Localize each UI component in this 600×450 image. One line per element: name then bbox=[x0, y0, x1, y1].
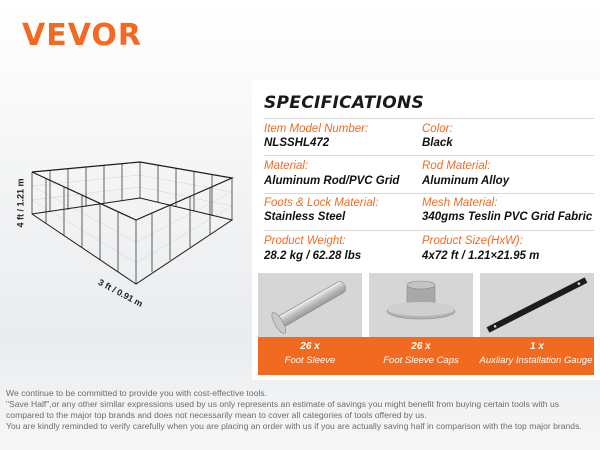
divider bbox=[264, 118, 594, 119]
spec-value: Stainless Steel bbox=[264, 211, 346, 223]
part-image-installation-gauge bbox=[480, 273, 594, 337]
spec-value: 340gms Teslin PVC Grid Fabric bbox=[422, 211, 593, 223]
installation-gauge-icon bbox=[486, 277, 588, 333]
disclaimer-line: You are kindly reminded to verify carefu… bbox=[6, 421, 582, 431]
part-name: Foot Sleeve bbox=[284, 355, 336, 366]
spec-value: Aluminum Rod/PVC Grid bbox=[264, 175, 400, 187]
foot-sleeve-icon bbox=[271, 281, 347, 334]
spec-label: Color: bbox=[422, 123, 453, 135]
part-name: Auxliary Installation Gauge bbox=[479, 355, 593, 366]
divider bbox=[264, 230, 594, 231]
spec-label: Foots & Lock Material: bbox=[264, 197, 379, 209]
specifications-panel: SPECIFICATIONS Item Model Number: NLSSHL… bbox=[252, 80, 600, 380]
spec-label: Product Weight: bbox=[264, 235, 346, 247]
disclaimer-line: We continue to be committed to provide y… bbox=[6, 388, 267, 398]
parts-caption-bar bbox=[258, 337, 594, 375]
spec-value: 4x72 ft / 1.21×21.95 m bbox=[422, 250, 540, 262]
spec-label: Product Size(HxW): bbox=[422, 235, 523, 247]
fence-enclosure-image bbox=[31, 161, 235, 285]
spec-label: Material: bbox=[264, 160, 309, 172]
spec-value: 28.2 kg / 62.28 lbs bbox=[264, 250, 362, 262]
part-qty: 26 x bbox=[300, 341, 320, 352]
disclaimer-line: compared to the major top brands and doe… bbox=[6, 410, 427, 420]
part-image-foot-sleeve bbox=[258, 273, 362, 337]
height-dimension-label: 4 ft / 1.21 m bbox=[15, 178, 26, 228]
foot-sleeve-cap-icon bbox=[386, 280, 456, 320]
disclaimer-text: We continue to be committed to provide y… bbox=[6, 388, 598, 432]
spec-value: NLSSHL472 bbox=[264, 137, 330, 149]
part-qty: 26 x bbox=[411, 341, 431, 352]
part-qty: 1 x bbox=[530, 341, 544, 352]
spec-value: Black bbox=[422, 137, 453, 149]
spec-label: Item Model Number: bbox=[264, 123, 369, 135]
divider bbox=[264, 155, 594, 156]
brand-logo: VEVOR bbox=[22, 18, 143, 53]
divider bbox=[264, 193, 594, 194]
part-image-foot-sleeve-caps bbox=[369, 273, 473, 337]
specifications-title: SPECIFICATIONS bbox=[264, 93, 425, 113]
spec-value: Aluminum Alloy bbox=[422, 175, 510, 187]
disclaimer-line: "Save Half",or any other similar express… bbox=[6, 399, 560, 409]
part-name: Foot Sleeve Caps bbox=[383, 355, 459, 366]
spec-label: Mesh Material: bbox=[422, 197, 498, 209]
spec-label: Rod Material: bbox=[422, 160, 491, 172]
